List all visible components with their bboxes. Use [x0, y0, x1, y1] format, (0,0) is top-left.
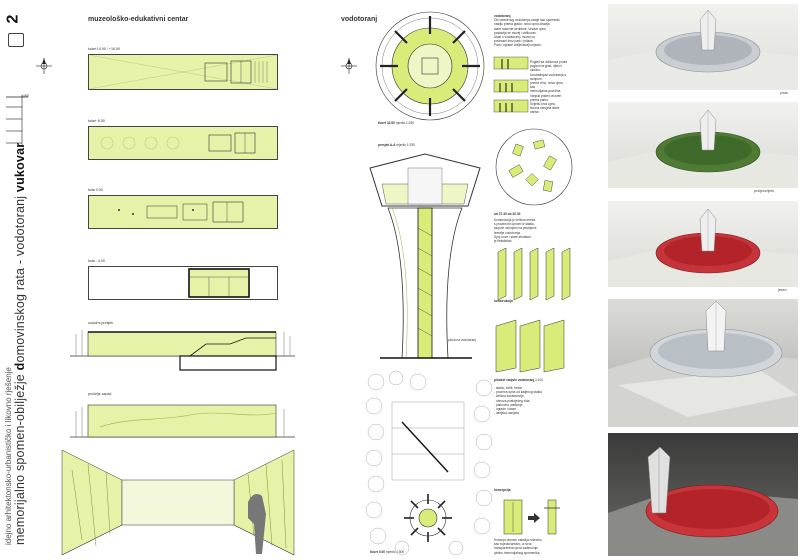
floor-plan-level-2 [88, 126, 278, 160]
diagram-viewpoint-2 [493, 79, 529, 93]
museum-title: muzeološko-edukativni centar [88, 16, 189, 23]
section-label-elevation: pročelje zapad [88, 392, 112, 396]
level-label-2: kota+ 8.50 [88, 119, 105, 123]
facade-heading: pločast vanjski vodotoranj 1:100 [494, 378, 544, 382]
north-arrow-museum [36, 58, 52, 74]
text-block-4: - staklo, čelik, beton - prozirna opna o… [494, 386, 542, 416]
detail-label: od 27.30 do 30.30 [494, 212, 521, 216]
construction-panels-2 [495, 319, 565, 373]
north-arrow-tower [341, 58, 357, 74]
level-label-3: kota 0.00 [88, 188, 103, 192]
floor-plan-level-4-outline [88, 266, 278, 300]
scale-label: 1/50 [22, 94, 29, 98]
tower-site-plan [365, 370, 493, 556]
construction-panels-1 [497, 247, 571, 301]
render-model-glass [608, 4, 798, 90]
west-elevation [70, 404, 295, 438]
text-block-5: Koncept obnove ostavlja ruševinu kao svj… [494, 538, 542, 555]
tower-plan-label: tlocrt 32.80 mjerilo 1:250 [378, 121, 414, 125]
tower-section-label: presjek A-A mjerilo 1:250 [378, 143, 415, 147]
scale-bar [6, 95, 28, 147]
render-model-night [608, 433, 798, 556]
floor-plan-level-1 [88, 54, 278, 90]
tower-shaft-caption: ploča na vodotoranj [448, 338, 476, 342]
text-block-2: Pogled sa vidikovca pruža pogled na grad… [530, 60, 568, 115]
site-plan-label: tlocrt 0.00 mjerilo 1:500 [370, 550, 405, 554]
section-label-longitudinal: uzdužni presjek [88, 321, 113, 325]
tower-detail-circle [495, 128, 573, 206]
render-caption-3: jesen [778, 288, 787, 292]
render-model-aerial [608, 299, 798, 427]
construction-heading: konstrukcija [494, 299, 513, 303]
level-label-4: kota - 4.00 [88, 259, 105, 263]
text-block-1: vodotoranj Zid oštećenog vodotornja osta… [494, 14, 560, 48]
concept-heading: koncepcija [494, 488, 511, 492]
diagram-viewpoint-1 [493, 56, 529, 70]
render-caption-2: proljeće/ljeto [754, 189, 775, 193]
render-model-red [608, 201, 798, 287]
sheet-number-1 [8, 33, 24, 47]
concept-diagram [503, 499, 560, 535]
render-caption-1: pinia [780, 91, 788, 95]
render-model-green [608, 102, 798, 188]
tower-plan [375, 11, 485, 121]
text-block-3: Konstrukcija je čelična mreža s prozirno… [494, 218, 537, 244]
tower-title: vodotoranj [341, 16, 378, 23]
sidebar-title-line1: idejno arhitektonsko-urbanističko i liko… [4, 367, 13, 545]
sidebar-title: idejno arhitektonsko-urbanističko i liko… [4, 5, 27, 545]
floor-plan-level-3 [88, 195, 278, 229]
tower-section [369, 153, 481, 359]
interior-perspective [61, 449, 295, 556]
sidebar-title-line2: memorijalno spomen-obilježje domovinskog… [13, 142, 27, 545]
diagram-viewpoint-3 [493, 99, 529, 113]
longitudinal-section [70, 330, 295, 371]
level-label-1: kota+14.90 / +16.90 [88, 47, 120, 51]
